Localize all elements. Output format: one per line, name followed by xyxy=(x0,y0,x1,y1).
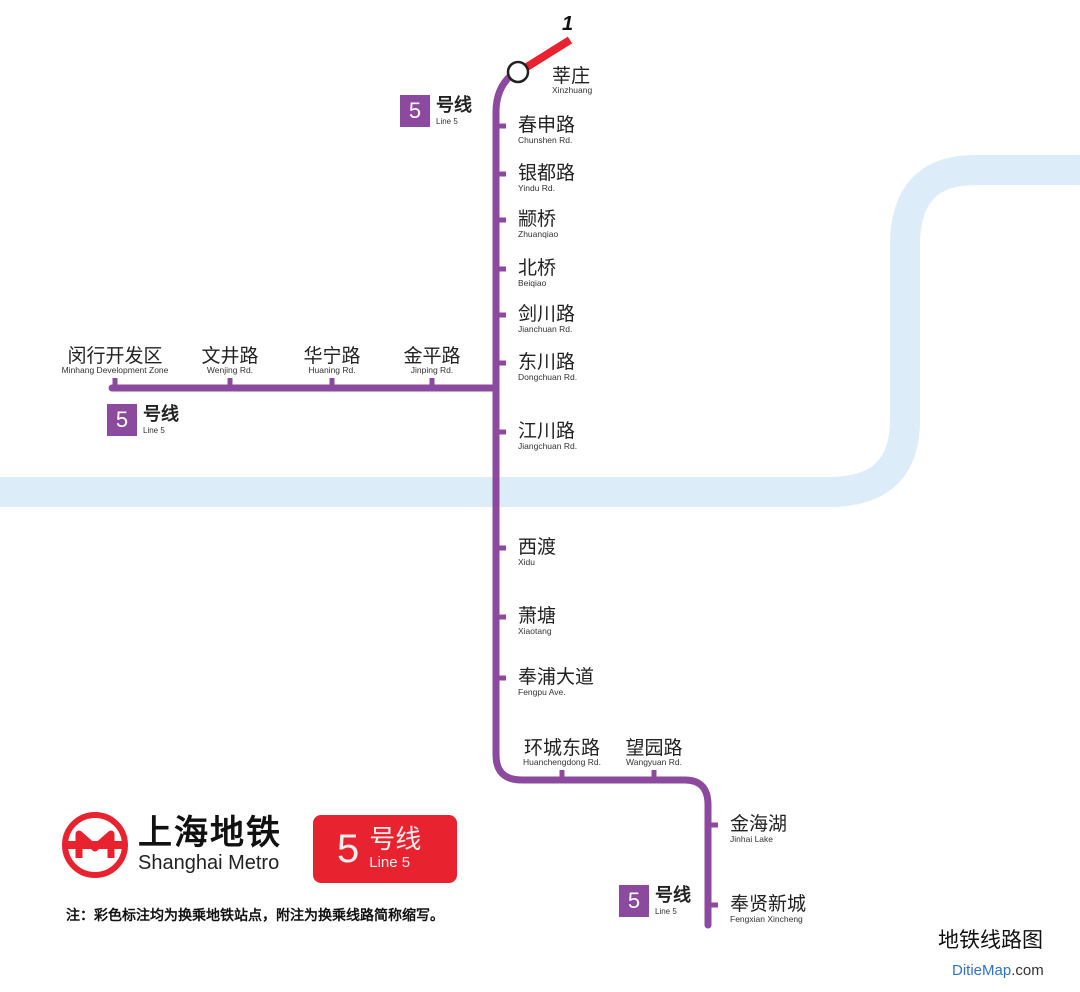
main-station-name-en: Zhuanqiao xyxy=(518,229,558,239)
branch-station-name: 文井路 xyxy=(201,345,258,367)
main-station-name: 望园路 xyxy=(625,737,682,759)
main-station-name-en: Fengxian Xincheng xyxy=(730,914,803,924)
main-station-name-en: Wangyuan Rd. xyxy=(626,757,682,767)
main-station-name-en: Yindu Rd. xyxy=(518,183,555,193)
line-badge-en: Line 5 xyxy=(143,425,165,435)
line-1-segment xyxy=(519,36,573,74)
main-station-name: 西渡 xyxy=(518,536,556,558)
main-station-name: 春申路 xyxy=(518,114,575,136)
main-station-name-en: Jiangchuan Rd. xyxy=(518,441,577,451)
watermark-url-tld: .com xyxy=(1011,962,1044,979)
main-station-name: 剑川路 xyxy=(518,303,575,325)
line-5-badge-top: 5 号线 Line 5 xyxy=(400,95,472,127)
line-badge-en: Line 5 xyxy=(436,116,458,126)
line-badge-cn: 号线 xyxy=(143,403,179,425)
title-line-en: Line 5 xyxy=(369,853,411,871)
main-station-name: 莘庄 xyxy=(552,65,590,87)
main-station-name-en: Chunshen Rd. xyxy=(518,135,572,145)
line-5-badge-branch: 5 号线 Line 5 xyxy=(107,404,179,436)
branch-station-name: 华宁路 xyxy=(303,345,360,367)
river xyxy=(0,155,1080,507)
branch-station-name-en: Jinping Rd. xyxy=(411,365,454,375)
main-station-name-en: Xidu xyxy=(518,557,535,567)
watermark: 地铁线路图 DitieMap.com xyxy=(938,924,1044,979)
watermark-cn: 地铁线路图 xyxy=(938,928,1043,952)
line-badge-cn: 号线 xyxy=(436,94,472,116)
main-station-name-en: Jianchuan Rd. xyxy=(518,324,572,334)
main-station-name: 银都路 xyxy=(518,162,575,184)
branch-station-name: 闵行开发区 xyxy=(67,345,162,367)
line-5-badge-bottom: 5 号线 Line 5 xyxy=(619,885,691,917)
brand-name-cn: 上海地铁 xyxy=(138,812,282,853)
main-station-name-en: Huanchengdong Rd. xyxy=(523,757,601,767)
title-line-number: 5 xyxy=(337,826,360,871)
main-station-name: 萧塘 xyxy=(518,605,556,627)
legend-note: 注：彩色标注均为换乘地铁站点，附注为换乘线路简称缩写。 xyxy=(66,908,444,924)
line-badge-cn: 号线 xyxy=(655,884,691,906)
brand-name-en: Shanghai Metro xyxy=(138,852,280,875)
shanghai-metro-logo-icon xyxy=(62,812,128,878)
main-station-name: 江川路 xyxy=(518,420,575,442)
branch-station-name: 金平路 xyxy=(403,345,460,367)
main-station-name-en: Beiqiao xyxy=(518,278,547,288)
line-badge-en: Line 5 xyxy=(655,906,677,916)
main-station-name: 奉浦大道 xyxy=(518,666,594,688)
title-line-cn: 号线 xyxy=(369,825,422,856)
main-station-name: 北桥 xyxy=(518,257,556,279)
branch-station-name-en: Wenjing Rd. xyxy=(207,365,253,375)
line-5-title-badge: 5 号线 Line 5 xyxy=(313,815,457,883)
line-5-main-route xyxy=(492,66,712,929)
line-badge-number: 5 xyxy=(107,404,137,436)
main-station-name-en: Xinzhuang xyxy=(552,85,592,95)
main-station-name-en: Xiaotang xyxy=(518,626,552,636)
main-station-name: 环城东路 xyxy=(524,737,600,759)
main-station-name: 颛桥 xyxy=(518,208,556,230)
main-station-name: 东川路 xyxy=(518,351,575,373)
line-badge-number: 5 xyxy=(619,885,649,917)
branch-station-name-en: Minhang Development Zone xyxy=(62,365,169,375)
main-station-name-en: Jinhai Lake xyxy=(730,834,773,844)
watermark-url-main: DitieMap xyxy=(952,962,1012,979)
branch-station-name-en: Huaning Rd. xyxy=(308,365,355,375)
main-station-name: 金海湖 xyxy=(730,813,787,835)
watermark-url: DitieMap.com xyxy=(952,962,1044,979)
xinzhuang-interchange-marker xyxy=(506,60,530,84)
shanghai-metro-brand: 上海地铁 Shanghai Metro xyxy=(62,812,282,878)
main-station-name-en: Fengpu Ave. xyxy=(518,687,566,697)
line-badge-number: 5 xyxy=(400,95,430,127)
line-1-label: 1 xyxy=(562,13,573,35)
main-station-name: 奉贤新城 xyxy=(730,893,806,915)
main-station-name-en: Dongchuan Rd. xyxy=(518,372,577,382)
